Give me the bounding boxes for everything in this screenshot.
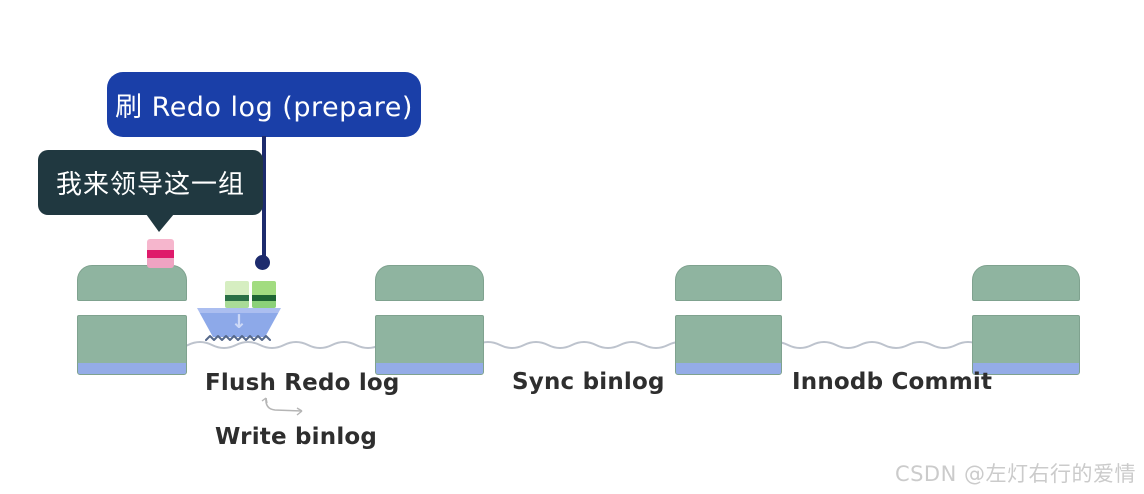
bubble-connector-dot — [255, 255, 270, 270]
leader-speech-text: 我来领导这一组 — [55, 170, 245, 200]
bridge-pier-2 — [375, 265, 484, 375]
label-flush-redo-log: Flush Redo log — [205, 370, 400, 396]
csdn-watermark: CSDN @左灯右行的爱情 — [894, 462, 1136, 486]
bridge-pier-1 — [77, 265, 187, 375]
pier-waterline-base — [676, 363, 781, 374]
green-cargo-block-left — [225, 281, 249, 308]
pier-bottom-block — [972, 315, 1080, 375]
label-innodb-commit: Innodb Commit — [792, 369, 993, 395]
redo-log-prepare-bubble: 刷 Redo log (prepare) — [107, 72, 421, 137]
label-sync-binlog: Sync binlog — [512, 369, 665, 395]
pier-top-block — [675, 265, 782, 301]
redo-log-prepare-text: 刷 Redo log (prepare) — [115, 92, 413, 123]
cargo-boat-icon: ↓ — [197, 280, 281, 338]
bubble-connector-line — [262, 136, 266, 257]
pier-waterline-base — [78, 363, 186, 374]
pier-bottom-block — [77, 315, 187, 375]
water-wave-icon — [140, 341, 1005, 349]
leader-speech-bubble: 我来领导这一组 — [38, 150, 263, 232]
label-write-binlog: Write binlog — [215, 424, 378, 450]
down-arrow-icon: ↓ — [231, 311, 247, 333]
pier-top-block — [375, 265, 484, 301]
pier-top-block — [77, 265, 187, 301]
boat-ripple-icon — [205, 335, 271, 341]
boat-hull — [197, 308, 281, 337]
speech-bubble-tail — [146, 214, 174, 232]
green-cargo-block-right — [252, 281, 276, 308]
bridge-pier-4 — [972, 265, 1080, 375]
pink-cargo-block — [147, 239, 174, 268]
pier-waterline-base — [973, 363, 1079, 374]
pier-bottom-block — [375, 315, 484, 375]
step-connector-arrow-icon — [261, 397, 303, 416]
pier-bottom-block — [675, 315, 782, 375]
pier-top-block — [972, 265, 1080, 301]
pier-waterline-base — [376, 363, 483, 374]
bridge-pier-3 — [675, 265, 782, 375]
